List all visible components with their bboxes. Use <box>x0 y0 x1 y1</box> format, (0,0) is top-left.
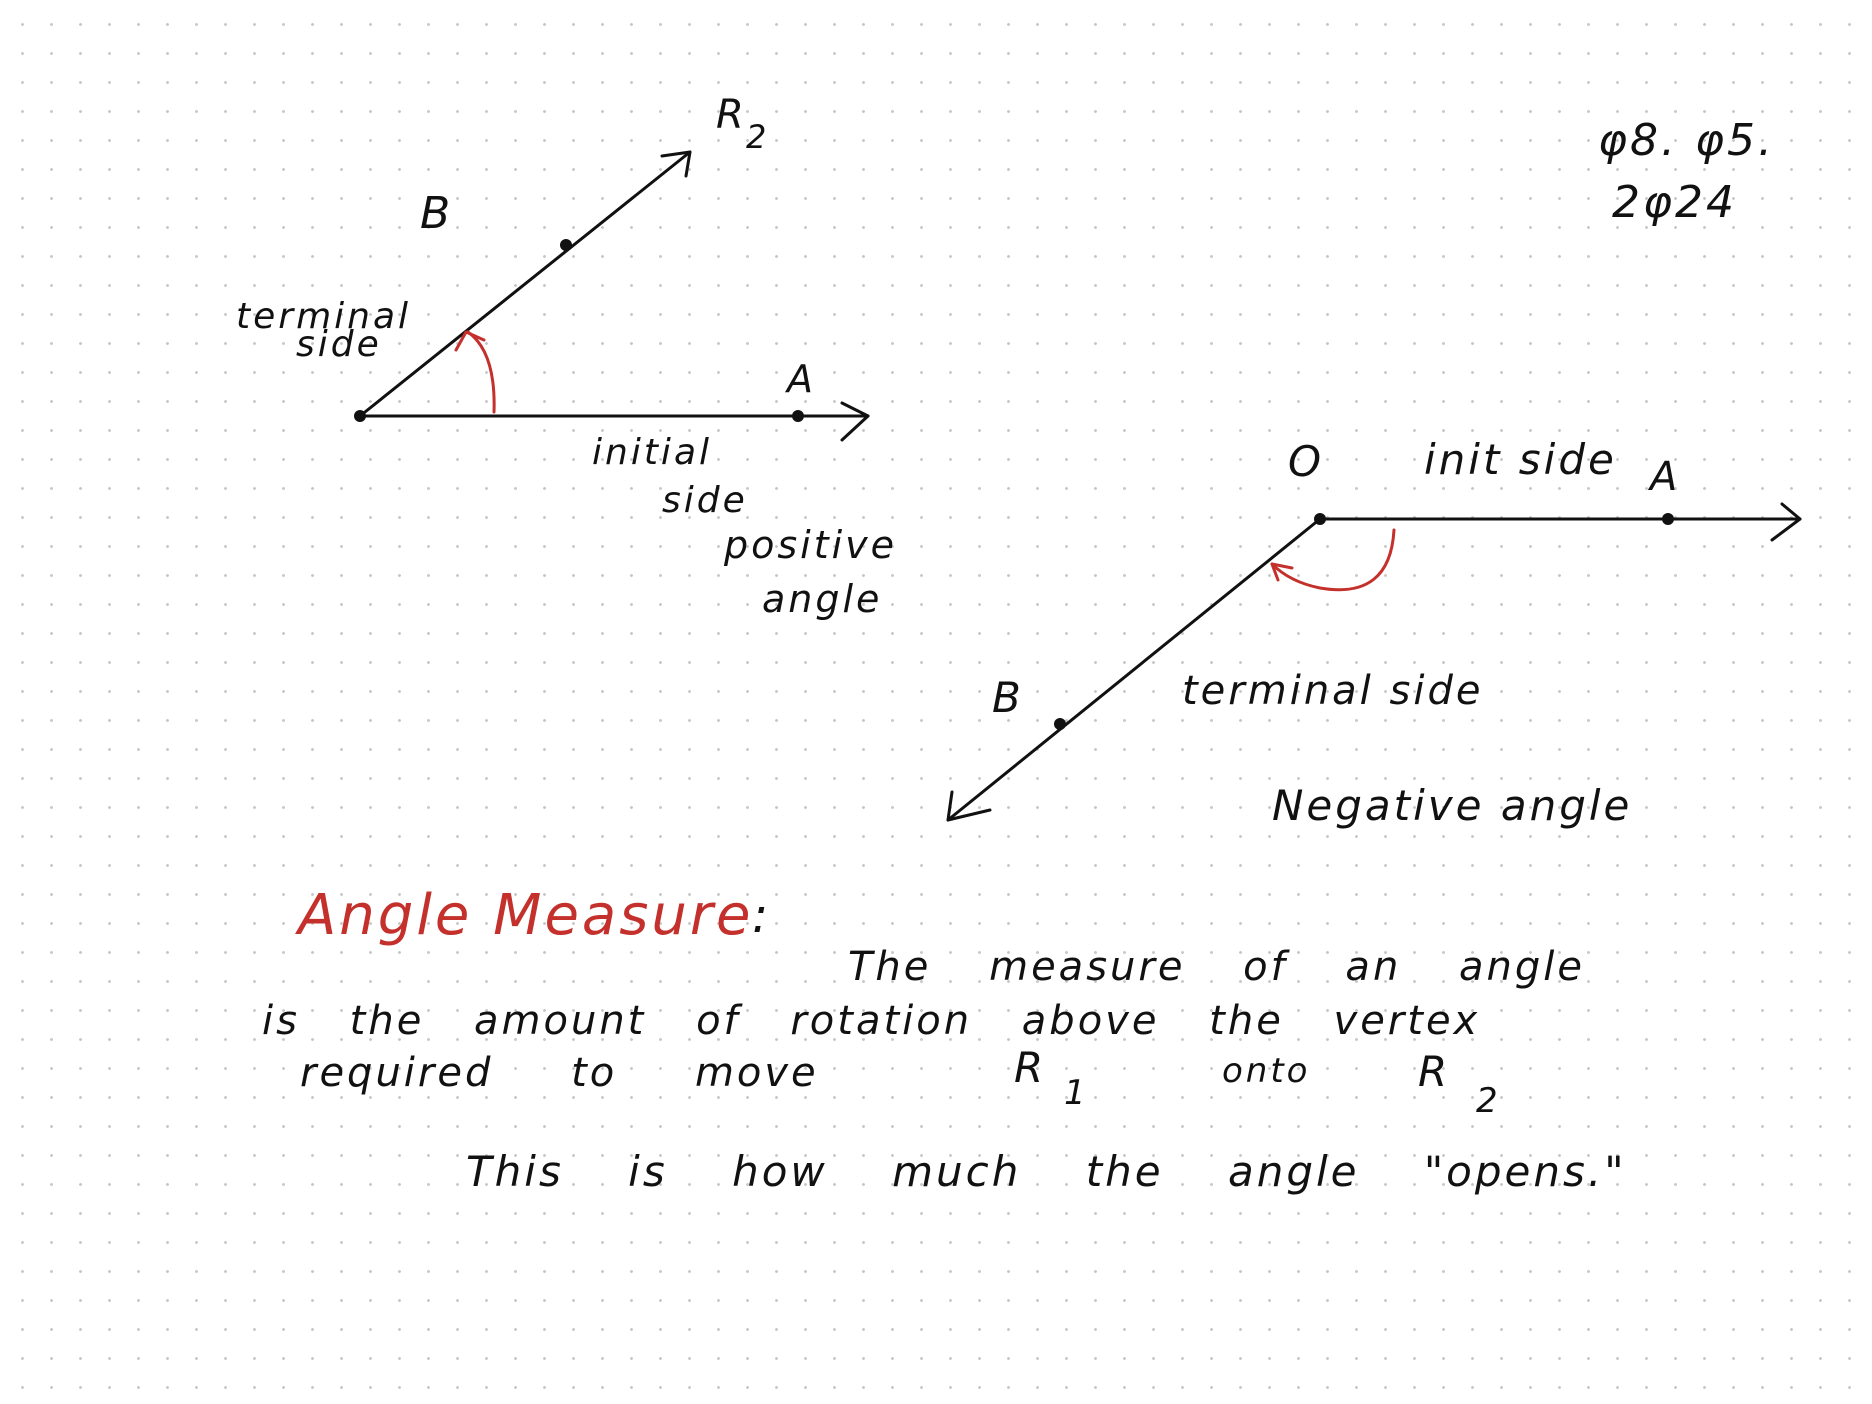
r2-subscript: 2 <box>1476 1081 1501 1121</box>
date-line-1: φ8. φ5. <box>1598 115 1775 166</box>
point-b-label: B <box>420 188 453 239</box>
positive-rotation-arc <box>466 330 496 414</box>
neg-terminal-side-arrowhead <box>946 790 992 822</box>
definition-line-1: The measure of an angle <box>848 944 1585 990</box>
initial-side-arrowhead <box>840 401 870 442</box>
neg-point-a-marker <box>1662 513 1674 525</box>
positive-angle-diagram: R 2 B A terminal side initial side posit… <box>236 92 897 621</box>
terminal-side-ray <box>358 150 692 418</box>
init-side-label: init side <box>1424 435 1617 484</box>
neg-point-b-label: B <box>992 673 1024 722</box>
positive-rotation-arrowhead <box>454 330 486 352</box>
neg-point-b-marker <box>1054 718 1066 730</box>
definition-line-3a: required to move <box>300 1050 819 1096</box>
neg-initial-side-arrowhead <box>1770 502 1802 542</box>
negative-rotation-arc <box>1270 528 1396 592</box>
definition-line-4: This is how much the angle "opens." <box>466 1147 1627 1196</box>
date-note: φ8. φ5. 2φ24 <box>1598 115 1775 228</box>
terminal-side-label-line1: terminal <box>236 296 411 337</box>
negative-angle-diagram: O init side A B terminal side Negative a… <box>946 435 1802 830</box>
neg-terminal-side-ray <box>946 517 1322 822</box>
neg-point-a-label: A <box>1647 454 1680 500</box>
positive-angle-caption-line1: positive <box>723 523 897 567</box>
vertex-o-label: O <box>1288 437 1324 486</box>
definition-heading: Angle Measure <box>295 883 753 948</box>
negative-angle-caption: Negative angle <box>1272 781 1632 830</box>
ray-label-subscript: 2 <box>746 118 769 156</box>
initial-side-label-line1: initial <box>592 432 712 473</box>
r2-label: R <box>1418 1047 1450 1096</box>
r1-subscript: 1 <box>1064 1073 1089 1113</box>
date-line-2: 2φ24 <box>1612 177 1737 228</box>
terminal-side-label-line2: side <box>296 324 382 365</box>
point-b-marker <box>560 239 572 251</box>
ray-label-r: R <box>716 92 747 138</box>
terminal-side-arrowhead <box>660 150 692 178</box>
initial-side-label-line2: side <box>662 480 748 521</box>
neg-terminal-side-label: terminal side <box>1182 668 1483 714</box>
positive-angle-caption-line2: angle <box>762 577 882 621</box>
neg-vertex-point <box>1314 513 1326 525</box>
negative-rotation-arrowhead <box>1270 562 1294 582</box>
definition-onto: onto <box>1222 1051 1310 1091</box>
point-a-marker <box>792 410 804 422</box>
vertex-point <box>354 410 366 422</box>
definition-colon: : <box>752 888 771 944</box>
angle-measure-definition: Angle Measure : The measure of an angle … <box>262 883 1627 1196</box>
r1-label: R <box>1014 1043 1046 1092</box>
point-a-label: A <box>784 357 816 401</box>
definition-line-2: is the amount of rotation above the vert… <box>262 998 1480 1044</box>
